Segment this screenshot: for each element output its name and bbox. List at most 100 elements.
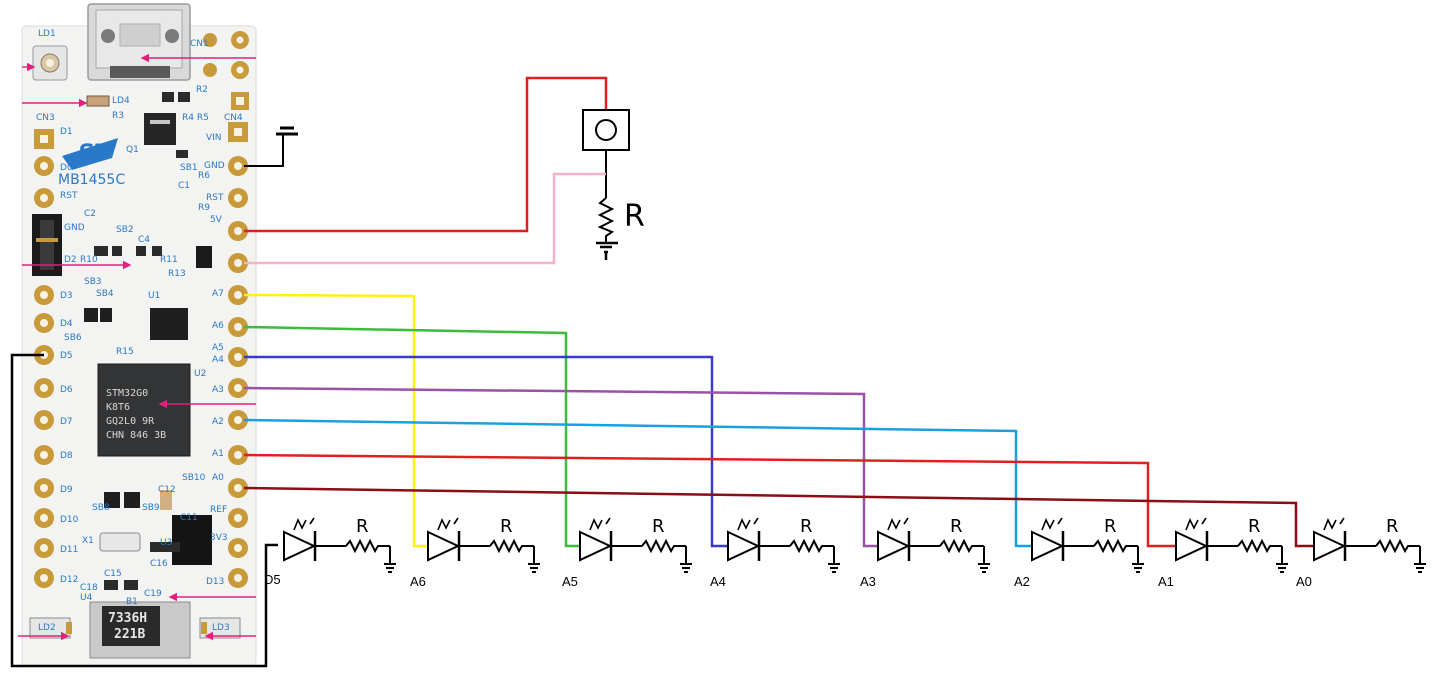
led-ground-a2 [1132,546,1144,573]
led-ground-a5 [680,546,692,573]
pin-label-right-14: D13 [206,577,224,587]
wire-a6 [243,293,428,548]
label-r4r5: R4 R5 [182,113,209,123]
push-button [582,109,630,151]
led-pin-label-a5: A5 [562,574,578,589]
label-ld1: LD1 [38,29,56,39]
led-stage-a1: RA1 [1158,516,1288,589]
jumper-block [32,214,62,276]
mcu-line-1: STM32G0 [106,388,148,399]
led-resistor-a6 [489,538,534,554]
pin-label-right-4: A7 [212,289,224,299]
pin-label-right-2: RST [206,193,224,203]
pin-label-left-0: D1 [60,127,73,137]
led-resistor-label-a6: R [500,516,513,537]
st-logo: ST [62,138,118,170]
pin-label-left-4: D2 [64,255,77,265]
label-sb6: SB6 [64,333,82,343]
label-c12: C12 [158,485,176,495]
pin-label-right-7: A4 [212,355,224,365]
left-pin-header [34,129,54,588]
label-sb2: SB2 [116,225,134,235]
led-emission-a3 [887,517,909,531]
led-resistor-label-a2: R [1104,516,1117,537]
label-c11: C11 [180,513,198,523]
crystal-block: 7336H 221B [29,601,241,659]
label-r15: R15 [116,347,134,357]
label-ld2: LD2 [38,623,56,633]
label-cn3: CN3 [36,113,55,123]
label-cn1: CN1 [190,39,209,49]
led-emission-a0 [1323,517,1345,531]
wire-a2 [243,418,1032,548]
right-pin-header [203,31,249,588]
label-ld4: LD4 [112,96,130,106]
led-ground-a3 [978,546,990,573]
led-diode-a4 [727,530,761,562]
led-resistor-a4 [789,538,834,554]
left-pin-labels: D1 D0 RST GND D2 D3 D4 D5 D6 D7 D8 D9 D1… [60,127,85,585]
led-ground-d5 [384,546,396,573]
led-diode-a6 [427,530,461,562]
led-ground-a1 [1276,546,1288,573]
annotation-arrows [18,53,256,641]
label-r10: R10 [80,255,98,265]
pin-label-right-1: GND [204,161,225,171]
usb-connector [87,3,191,81]
pin-label-left-12: D10 [60,515,79,525]
label-u4: U4 [80,593,93,603]
wire-a4 [244,355,728,548]
led-pin-label-a4: A4 [710,574,726,589]
label-u3: U3 [160,538,172,548]
pin-label-right-13: 3V3 [210,533,228,543]
pin-label-right-9: A2 [212,417,224,427]
led-emission-a2 [1041,517,1063,531]
label-ld3: LD3 [212,623,230,633]
led-diode-a2 [1031,530,1065,562]
label-r9: R9 [198,203,210,213]
label-r3: R3 [112,111,124,121]
board-name: MB1455C [58,172,125,188]
pin-label-right-8: A3 [212,385,224,395]
mcu-line-3: GQ2L0 9R [106,416,155,427]
button-circuit: R [244,76,645,265]
led-stage-a2: RA2 [1014,516,1144,589]
label-q1: Q1 [126,145,139,155]
pin-label-left-2: RST [60,191,78,201]
pin-label-left-8: D6 [60,385,73,395]
pin-label-right-6: A5 [212,343,224,353]
wire-d5 [10,353,278,668]
st-logo-text: ST [78,141,111,166]
label-c16: C16 [150,559,168,569]
led-resistor-a3 [939,538,984,554]
led-diode-a1 [1175,530,1209,562]
led-stage-a3: RA3 [860,516,990,589]
pin-label-left-7: D5 [60,351,73,361]
label-sb8: SB8 [92,503,110,513]
pin-label-left-5: D3 [60,291,73,301]
label-c1: C1 [178,181,190,191]
led-resistor-label-a5: R [652,516,665,537]
wire-a5 [243,325,580,548]
led-emission-a5 [589,517,611,531]
pin-label-right-5: A6 [212,321,224,331]
pin-label-left-10: D8 [60,451,73,461]
mcu-chip: STM32G0 K8T6 GQ2L0 9R CHN 846 3B [97,363,191,457]
led-ground-a0 [1414,546,1426,573]
led-resistor-label-a3: R [950,516,963,537]
led-pin-label-a6: A6 [410,574,426,589]
led-wires [10,293,1314,668]
pin-label-left-3: GND [64,223,85,233]
pin-label-left-9: D7 [60,417,73,427]
led-diode-a3 [877,530,911,562]
led-stage-a6: R A6 [410,516,540,589]
wire-a0 [243,486,1314,548]
led-ground-a4 [828,546,840,573]
led-stage-a4: RA4 [710,516,840,589]
led-emission-d5 [293,517,315,531]
smd-components [84,92,212,590]
led-resistor-label-a1: R [1248,516,1261,537]
right-pin-labels: VIN GND RST 5V A7 A6 A5 A4 A3 A2 A1 A0 R… [204,133,228,587]
wire-a3 [243,386,878,548]
label-r13: R13 [168,269,186,279]
